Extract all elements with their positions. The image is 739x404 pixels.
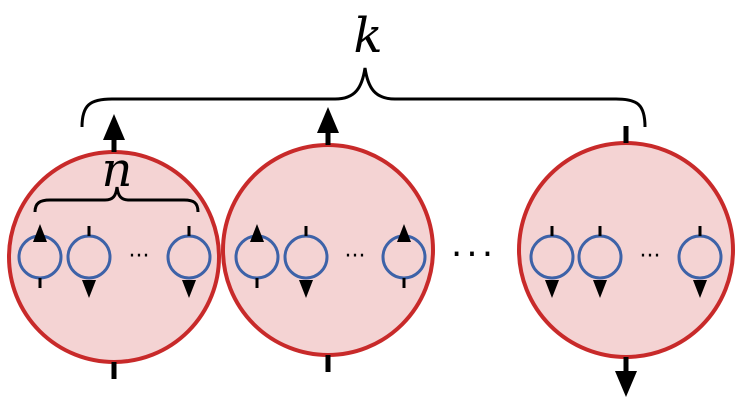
spin-ellipsis: ··· [640,244,661,269]
n-brace [33,186,200,213]
spin-down [66,226,112,298]
k-label: k [353,8,382,64]
cluster-1: ··· [7,114,221,379]
cluster-circle [517,141,735,359]
spin-up [234,224,280,288]
spin-up [17,224,63,288]
spin-arrow-down-icon [545,280,559,298]
spin-down [529,226,575,298]
spin-up [381,224,427,288]
clusters-group: ··· ··· ··· [7,107,735,397]
cluster-k: ··· [517,126,735,397]
spin-arrow-down-icon [182,280,196,298]
cluster-arrow-down-icon [615,371,637,397]
cluster-arrow-up-icon [317,107,339,133]
spin-down [677,226,723,298]
k-brace [80,67,647,128]
spin-arrow-down-icon [593,280,607,298]
spin-arrow-down-icon [693,280,707,298]
spin-down [577,226,623,298]
spin-arrow-up-icon [33,224,47,242]
n-label: n [102,142,133,198]
spin-down [166,226,212,298]
spin-arrow-down-icon [82,280,96,298]
cluster-arrow-up-icon [103,114,125,140]
spin-arrow-up-icon [397,224,411,242]
spin-ellipsis: ··· [345,244,366,269]
cluster-ellipsis: ··· [451,234,497,275]
spin-down [283,226,329,298]
spin-arrow-down-icon [299,280,313,298]
spin-arrow-up-icon [250,224,264,242]
spin-ellipsis: ··· [129,244,150,269]
cluster-2: ··· [221,107,435,372]
cluster-circle [221,143,435,357]
